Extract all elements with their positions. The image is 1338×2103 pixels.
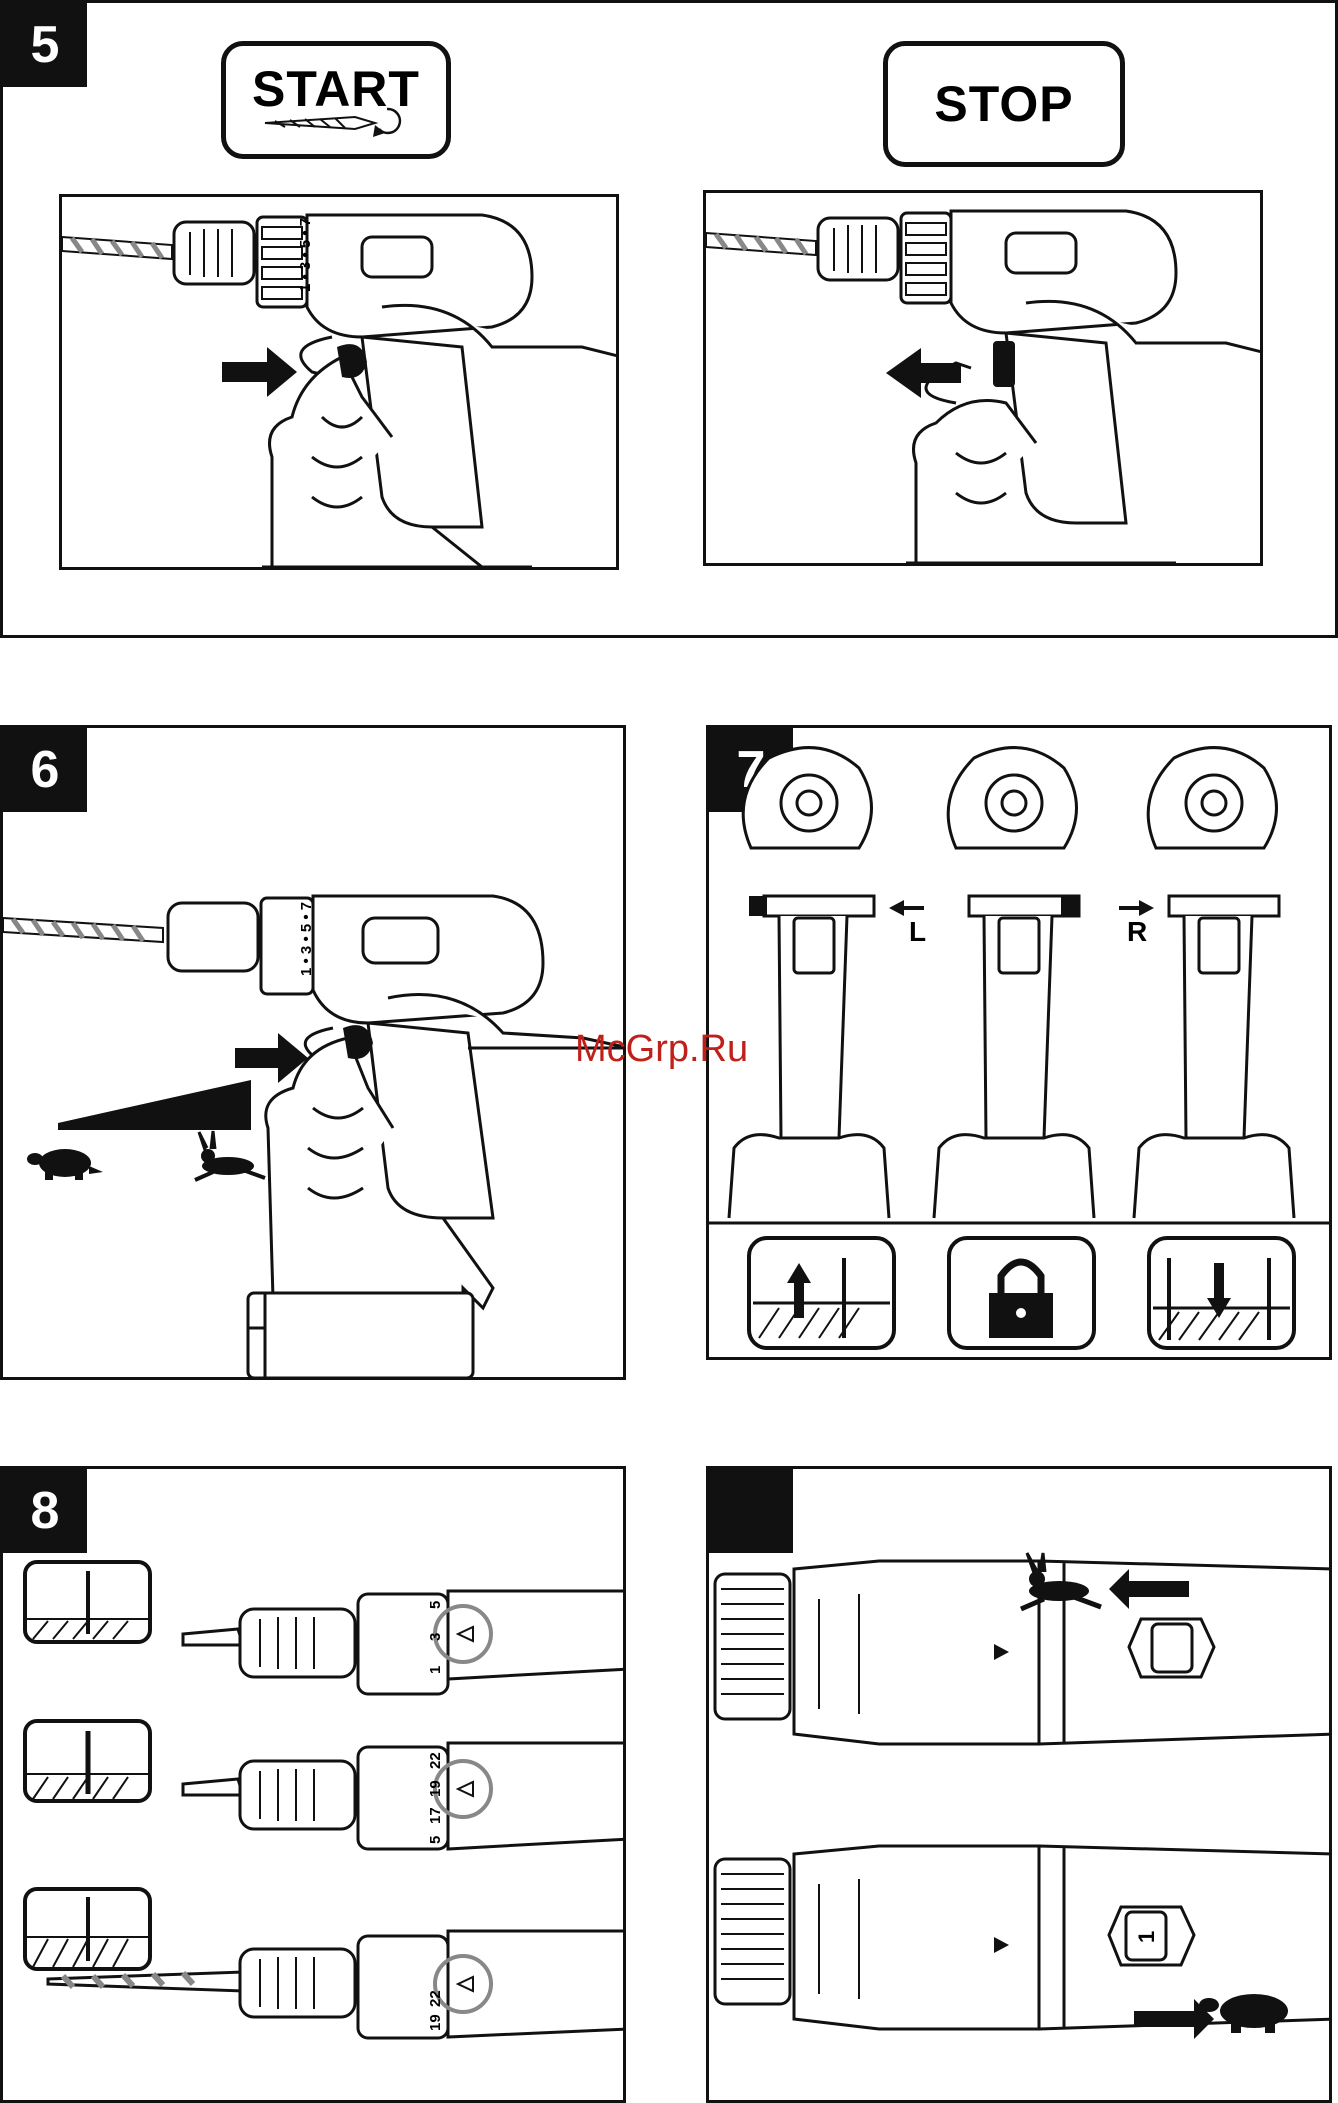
variable-speed-drawing: 1 • 3 • 5 • 7 <box>3 728 626 1380</box>
stop-drill-illustration <box>703 190 1263 566</box>
drill-trigger-press-drawing: 1 • 3 • 5 • 7 <box>62 197 619 570</box>
hare-icon <box>195 1131 265 1180</box>
panel-9: 1 <box>706 1466 1332 2103</box>
panel-7: 7 <box>706 725 1332 1360</box>
dial-5b: 5 <box>427 1836 444 1844</box>
start-label: START <box>221 41 451 159</box>
dial-19: 19 <box>427 1780 444 1797</box>
dial-5: 5 <box>427 1601 444 1609</box>
lower-switch-number: 1 <box>1134 1931 1159 1943</box>
dial-numbers: 1 • 3 • 5 • 7 <box>298 902 315 976</box>
dial-22: 22 <box>427 1752 444 1769</box>
dial-numbers: 1 • 3 • 5 • 7 <box>297 218 314 292</box>
drill-trigger-release-drawing <box>706 193 1263 566</box>
panel-6: 6 <box>0 725 626 1380</box>
turtle-icon <box>27 1149 103 1180</box>
start-drill-illustration: 1 • 3 • 5 • 7 <box>59 194 619 570</box>
direction-switch-drawing <box>709 728 1332 1360</box>
dial-3: 3 <box>427 1633 444 1641</box>
step-number-5: 5 <box>3 3 87 87</box>
gear-speed-selector-drawing: 1 <box>709 1469 1332 2103</box>
right-rotation-label: R <box>1127 916 1147 948</box>
start-text: START <box>252 60 420 118</box>
dial-19b: 19 <box>427 2014 444 2031</box>
panel-8: 8 <box>0 1466 626 2103</box>
panel-5: 5 START STOP <box>0 0 1338 638</box>
dial-17: 17 <box>427 1807 444 1824</box>
stop-text: STOP <box>934 75 1073 133</box>
stop-label: STOP <box>883 41 1125 167</box>
turtle-icon <box>1199 1994 1288 2033</box>
dial-1: 1 <box>427 1666 444 1674</box>
watermark: McGrp.Ru <box>575 1028 748 1071</box>
torque-setting-drawing: 1 3 5 5 17 19 22 19 22 <box>3 1469 626 2103</box>
left-rotation-label: L <box>909 916 926 948</box>
dial-22b: 22 <box>427 1990 444 2007</box>
